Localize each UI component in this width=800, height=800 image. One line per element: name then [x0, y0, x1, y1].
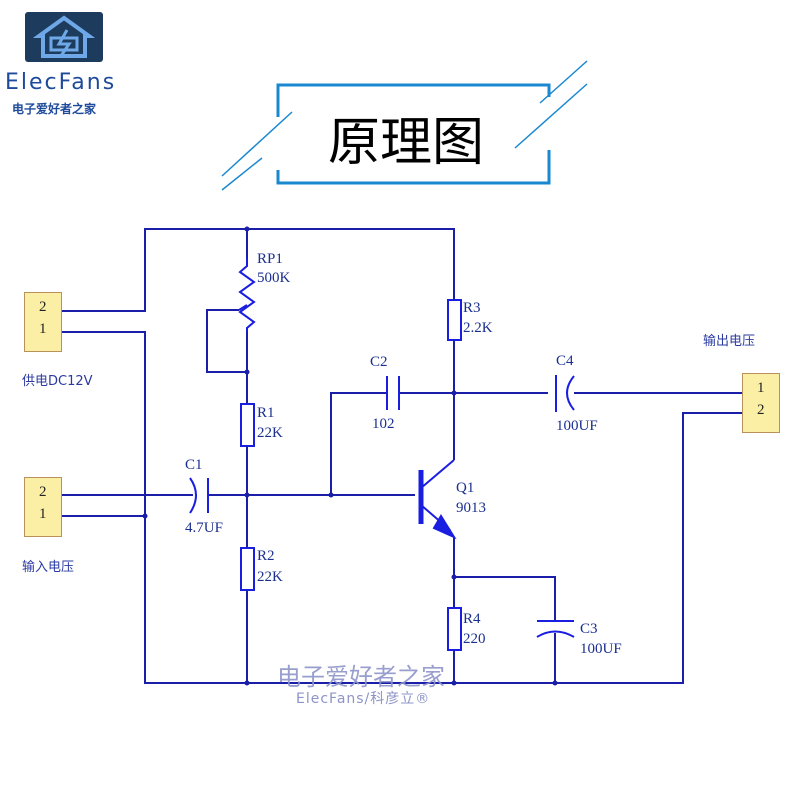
c2-ref: C2 [370, 354, 388, 370]
logo-subtitle: 电子爱好者之家 [12, 102, 97, 116]
q1-ref: Q1 [456, 480, 475, 496]
c1-value: 4.7UF [185, 520, 223, 536]
c2-value: 102 [372, 416, 395, 432]
input-connector: 2 1 [24, 477, 62, 537]
c4-capacitor-symbol [555, 375, 575, 412]
r2-ref: R2 [257, 548, 275, 564]
watermark-credit: ElecFans/科彦立® [296, 691, 431, 707]
pin-label: 2 [39, 299, 47, 315]
r1-ref: R1 [257, 405, 275, 421]
watermark-title: 电子爱好者之家 [277, 663, 445, 691]
c4-value: 100UF [556, 418, 598, 434]
c3-ref: C3 [580, 621, 598, 637]
pin-label: 1 [757, 380, 765, 396]
r1-resistor-symbol [240, 403, 255, 447]
r1-value: 22K [257, 425, 283, 441]
pin-label: 1 [39, 321, 47, 337]
logo-name: ElecFans [5, 70, 117, 95]
output-connector: 1 2 [742, 373, 780, 433]
rp1-ref: RP1 [257, 251, 283, 267]
wires [62, 228, 742, 684]
r4-resistor-symbol [447, 607, 462, 651]
r4-ref: R4 [463, 611, 481, 627]
output-connector-label: 输出电压 [703, 334, 756, 349]
junctions [142, 226, 558, 686]
title-frame [221, 60, 588, 191]
input-connector-label: 输入电压 [22, 560, 75, 575]
rp1-value: 500K [257, 270, 291, 286]
r3-resistor-symbol [447, 299, 462, 341]
r4-value: 220 [463, 631, 486, 647]
power-connector-label: 供电DC12V [22, 374, 93, 389]
c3-value: 100UF [580, 641, 622, 657]
c3-capacitor-symbol [536, 620, 575, 638]
power-connector: 2 1 [24, 292, 62, 352]
pin-label: 2 [39, 484, 47, 500]
pin-label: 1 [39, 506, 47, 522]
c4-ref: C4 [556, 353, 574, 369]
house-logo-icon [25, 12, 103, 62]
rp1-wiper-arrow [238, 304, 248, 311]
r3-ref: R3 [463, 300, 481, 316]
elecfans-logo: ElecFans 电子爱好者之家 [0, 0, 140, 120]
r2-resistor-symbol [240, 547, 255, 591]
c1-capacitor-symbol [189, 477, 209, 514]
q1-transistor-symbol [418, 459, 457, 540]
c1-ref: C1 [185, 457, 203, 473]
q1-value: 9013 [456, 500, 486, 516]
r2-value: 22K [257, 569, 283, 585]
pin-label: 2 [757, 402, 765, 418]
c2-capacitor-symbol [386, 376, 400, 410]
page-title: 原理图 [328, 113, 485, 173]
rp1-potentiometer-symbol [238, 258, 256, 332]
r3-value: 2.2K [463, 320, 493, 336]
